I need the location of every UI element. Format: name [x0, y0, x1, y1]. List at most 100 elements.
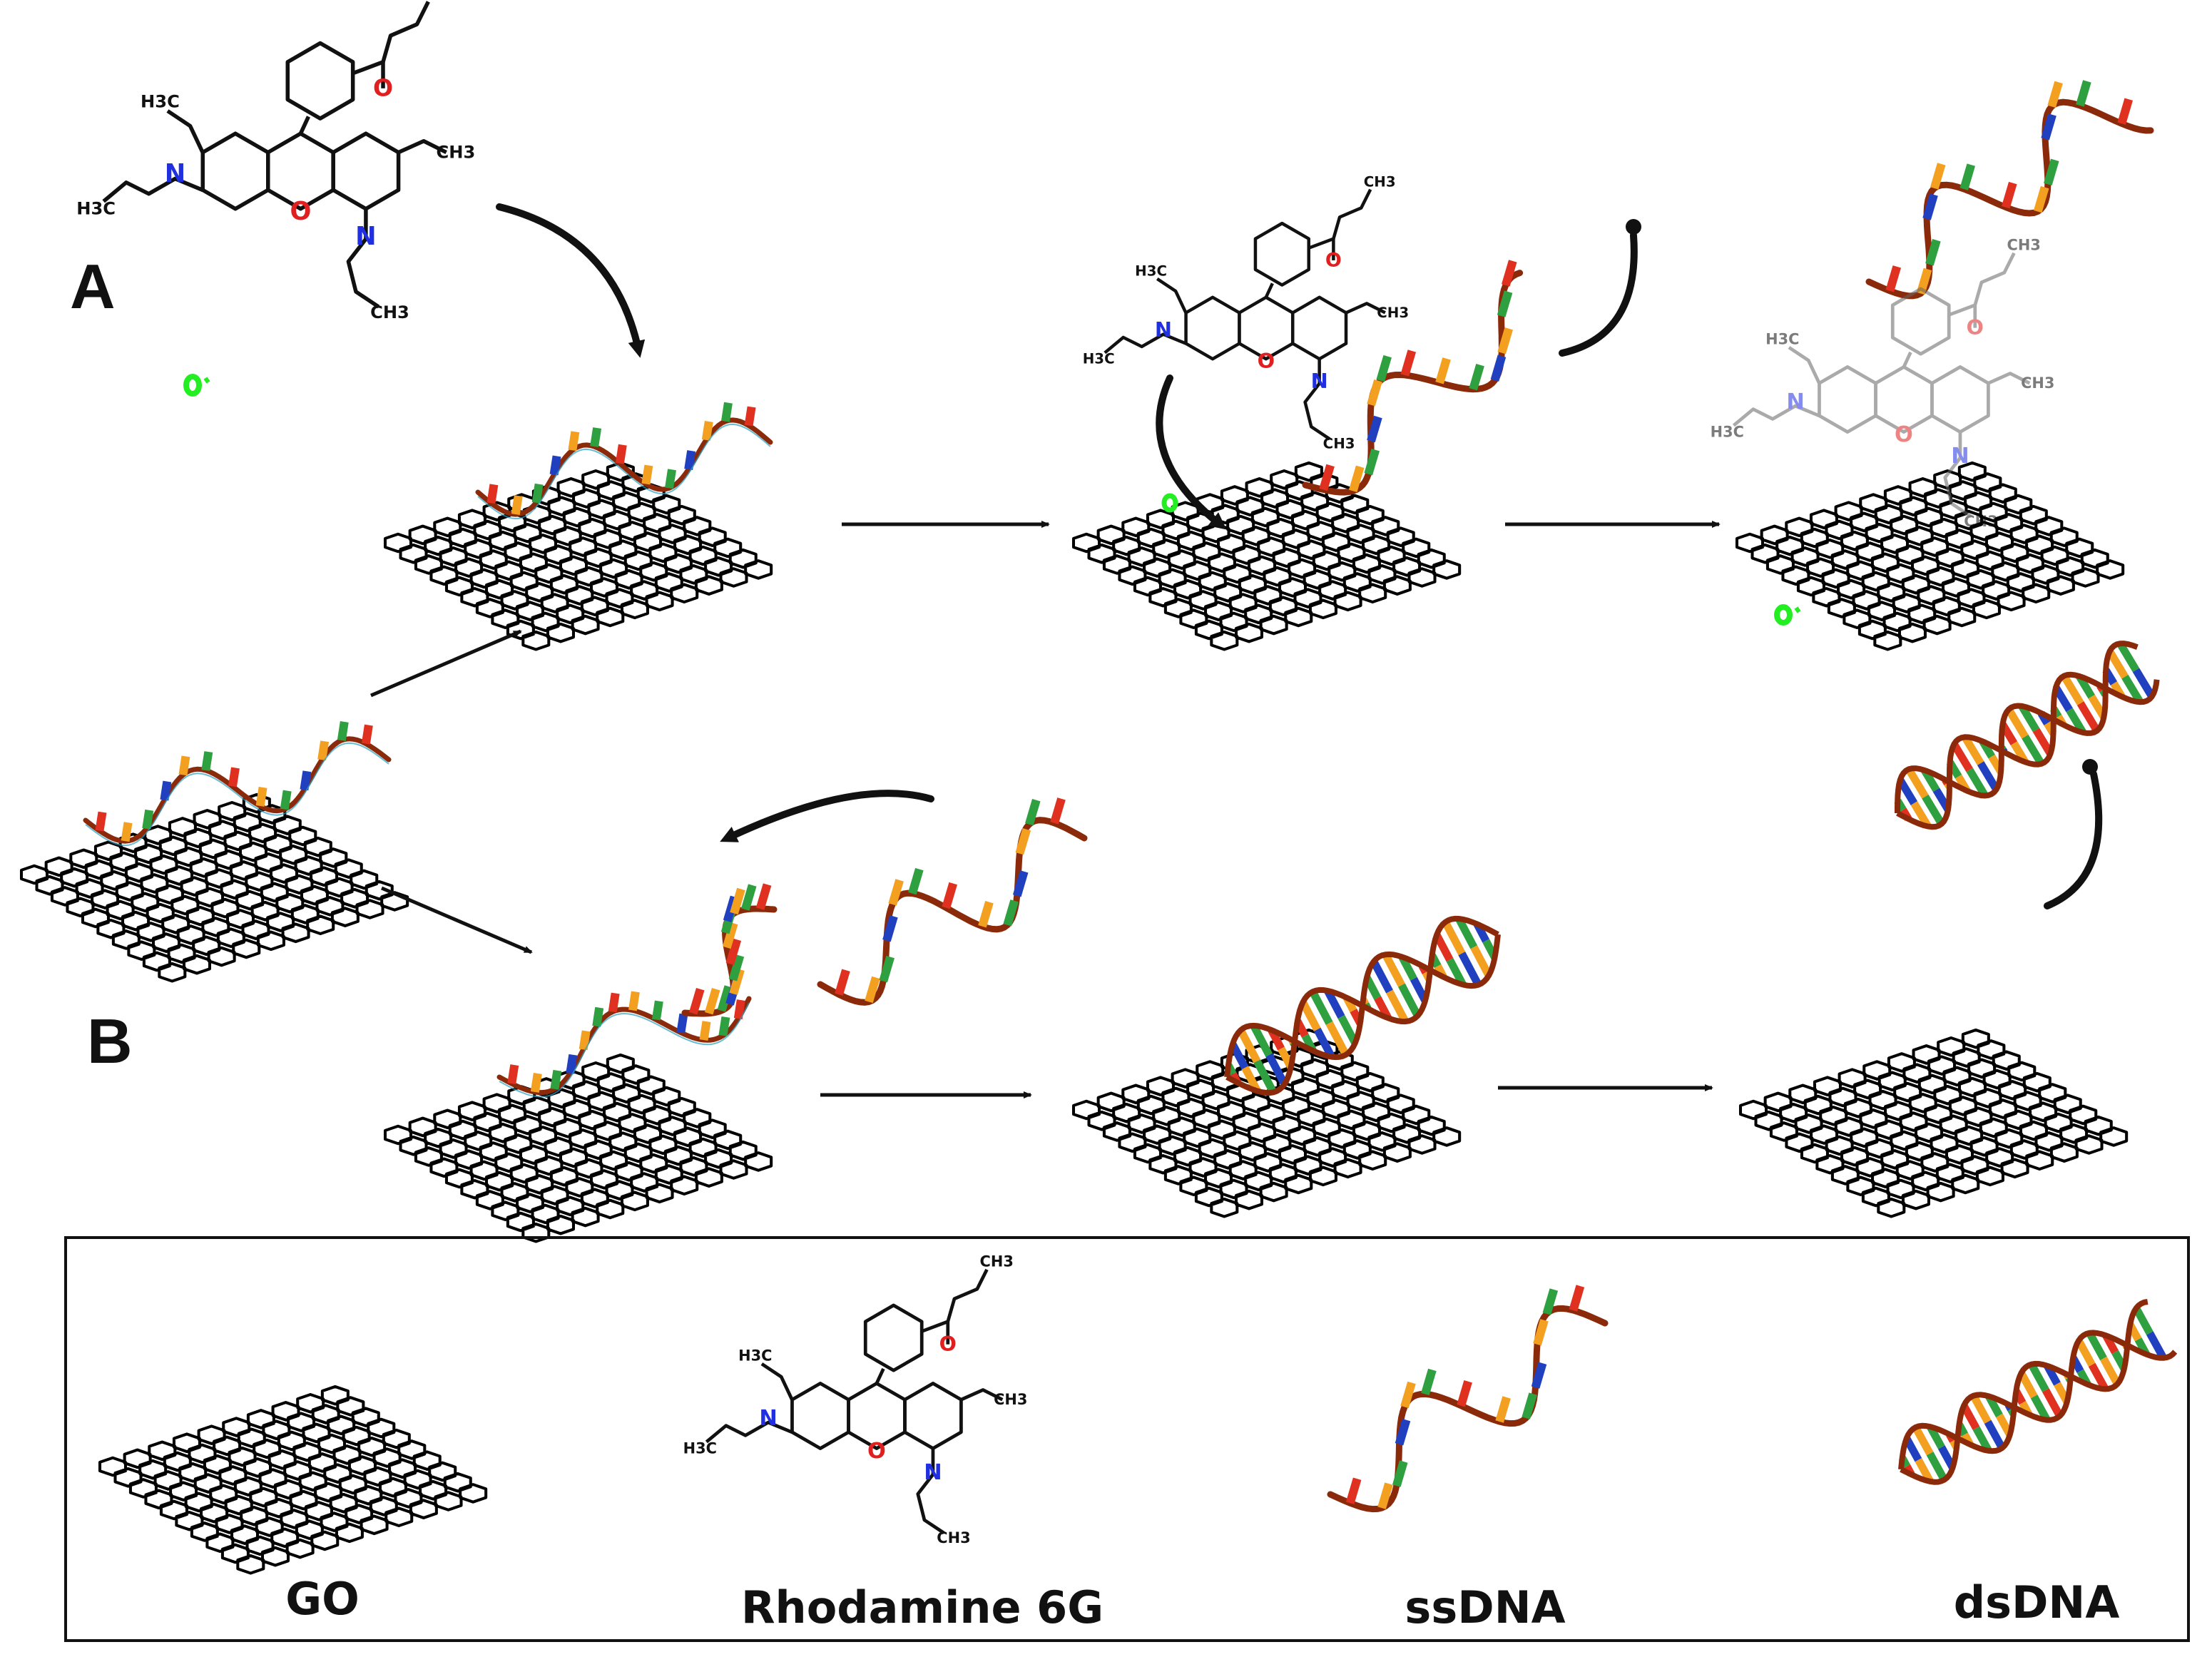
go-sheet-a2 — [1071, 461, 1462, 651]
base-pair — [2032, 728, 2054, 756]
nucleobase — [725, 938, 742, 966]
nucleobase — [1025, 798, 1041, 826]
base-pair — [1324, 989, 1345, 1019]
methyl-label-right: CH3 — [2021, 374, 2054, 392]
hexagon-lattice — [383, 1053, 773, 1243]
nucleobase — [1542, 1288, 1559, 1315]
xanthene-ring-left — [1818, 365, 1877, 434]
base-pair — [1977, 761, 2000, 792]
base-pair — [1984, 1419, 2006, 1450]
base-pair — [1250, 1024, 1273, 1057]
amine-nitrogen: N — [1786, 389, 1804, 414]
nucleobase — [741, 884, 757, 911]
nucleobase — [733, 999, 745, 1019]
phenyl-ring — [863, 1303, 924, 1372]
base-pair — [1309, 989, 1333, 1026]
ethyl-label-left: H3C — [1711, 423, 1744, 440]
nucleobase — [361, 724, 373, 745]
base-pair — [1299, 1000, 1321, 1031]
nucleobase — [699, 1021, 711, 1041]
base-pair — [1253, 1059, 1278, 1094]
ssdna-target-b — [817, 797, 1088, 1006]
base-pair — [1370, 959, 1393, 994]
oxygen-atom: O — [1895, 422, 1913, 447]
base-pair — [1313, 1027, 1335, 1059]
nucleobase — [337, 721, 349, 741]
base-pair — [1455, 917, 1478, 949]
base-pair — [2060, 673, 2084, 705]
nucleobase — [1490, 355, 1507, 382]
go-sheet-a3 — [1735, 461, 2125, 651]
base-pair — [1433, 933, 1454, 962]
nucleobase — [2076, 80, 2091, 107]
nucleobase — [1367, 415, 1382, 443]
panel-label-b: B — [87, 1006, 133, 1076]
ester-methyl-label: CH3 — [980, 1253, 1014, 1270]
nucleobase — [160, 780, 172, 801]
legend-label-rhodamine: Rhodamine 6G — [741, 1581, 1104, 1633]
phenyl-ring — [1253, 221, 1310, 287]
nucleobase — [1003, 899, 1019, 927]
curved-arrow-dye-release — [1156, 374, 1227, 530]
base-pair — [2086, 1331, 2107, 1361]
ethyl-label-left: H3C — [1083, 351, 1115, 367]
nucleobase — [300, 770, 312, 791]
nucleobase — [507, 1064, 519, 1084]
nucleobase — [511, 495, 523, 515]
nucleobase — [676, 1013, 688, 1034]
nucleobase — [888, 879, 904, 906]
base-pair — [2028, 1362, 2049, 1392]
base-pair — [2052, 685, 2073, 713]
nucleobase — [1421, 1368, 1437, 1396]
hexagon-lattice — [383, 461, 773, 651]
nucleobase — [1348, 465, 1365, 492]
nucleobase — [1012, 870, 1029, 897]
nucleobase — [701, 421, 713, 441]
fluorescence-mark-a1 — [183, 374, 210, 397]
curved-arrow-dye-adsorb — [496, 203, 646, 358]
xanthene-ring-left — [200, 131, 270, 211]
nucleobase — [590, 427, 602, 447]
go-sheet-a1 — [383, 461, 773, 651]
nucleobase — [729, 968, 745, 996]
nucleobase — [121, 822, 133, 842]
legend-box — [64, 1236, 2190, 1642]
base-pair — [1265, 1053, 1288, 1086]
base-pair — [2116, 641, 2140, 673]
hexagon-lattice — [1738, 1028, 2129, 1218]
nucleobase — [978, 901, 994, 928]
nucleobase — [608, 992, 620, 1013]
nucleobase — [531, 483, 544, 504]
carbonyl-oxygen: O — [939, 1332, 957, 1356]
curved-arrows — [496, 203, 2103, 909]
dsdna-free-b3 — [1894, 641, 2160, 830]
base-pair — [1229, 1042, 1249, 1070]
ethyl-label-right: CH3 — [937, 1529, 970, 1546]
hexagon-lattice — [98, 1385, 488, 1575]
nucleobase — [718, 1016, 730, 1036]
legend-label-go: GO — [285, 1573, 360, 1625]
base-pair — [1458, 952, 1482, 987]
oxygen-atom: O — [1258, 349, 1275, 373]
dna-strands — [83, 80, 2178, 1513]
nucleobase — [615, 444, 627, 464]
process-arrows — [370, 521, 1721, 1098]
methyl-label-left: H3C — [1765, 330, 1799, 347]
nucleobase — [255, 787, 267, 807]
base-pair — [1897, 777, 1918, 805]
nucleobase — [704, 987, 720, 1015]
ssdna-adsorbed-input — [83, 721, 392, 847]
dsdna-on-sheet-b2 — [1224, 915, 1501, 1096]
xanthene-ring-right — [1290, 295, 1348, 361]
iminium-nitrogen: N — [1311, 369, 1328, 393]
base-pair — [1470, 945, 1493, 978]
carbonyl-oxygen: O — [1967, 316, 1984, 340]
base-pair — [2088, 1362, 2109, 1391]
graphene-sheets — [19, 461, 2129, 1575]
methyl-label-left: H3C — [1135, 263, 1167, 280]
nucleobase — [2047, 81, 2063, 108]
base-pair — [1966, 768, 1989, 798]
nucleobase — [486, 484, 499, 504]
